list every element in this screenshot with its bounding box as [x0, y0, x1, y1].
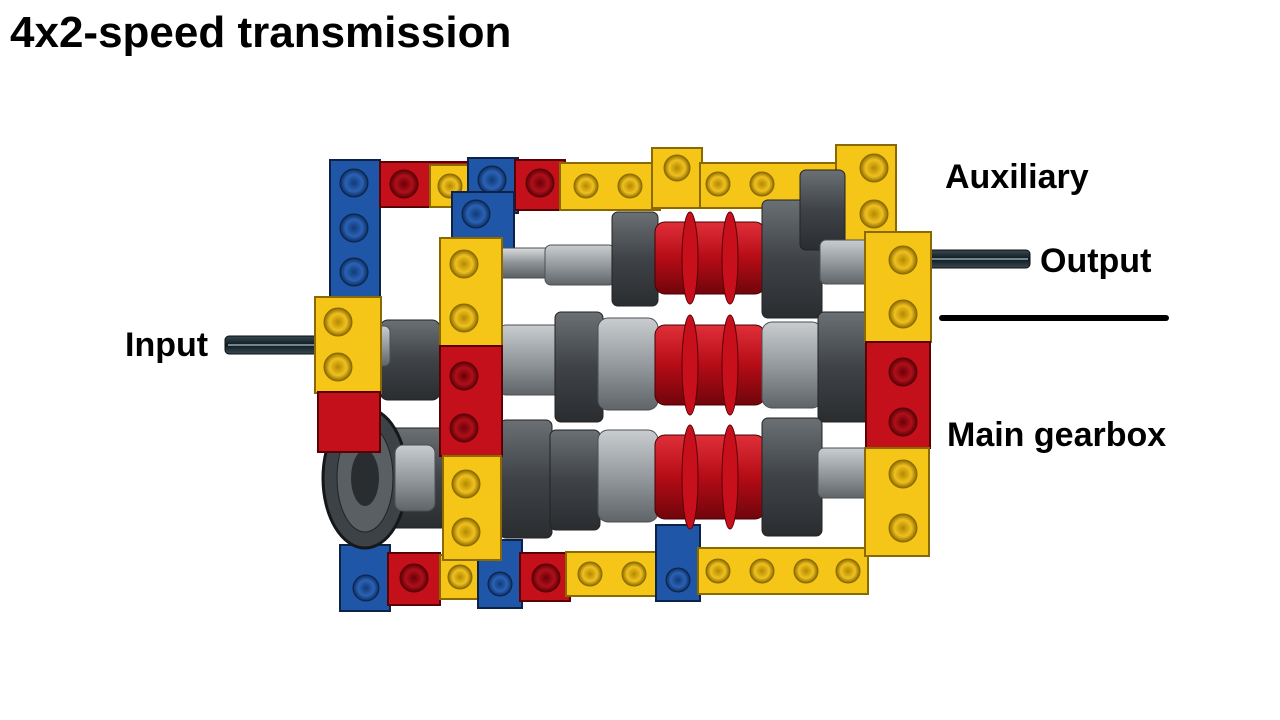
main-gearbox-label: Main gearbox [947, 416, 1167, 454]
page-title: 4x2-speed transmission [10, 8, 512, 57]
input-label: Input [125, 326, 209, 364]
output-label: Output [1040, 242, 1152, 280]
auxiliary-label: Auxiliary [945, 158, 1089, 196]
back-frame [329, 144, 897, 612]
gears [321, 169, 871, 550]
front-frame [314, 231, 932, 561]
